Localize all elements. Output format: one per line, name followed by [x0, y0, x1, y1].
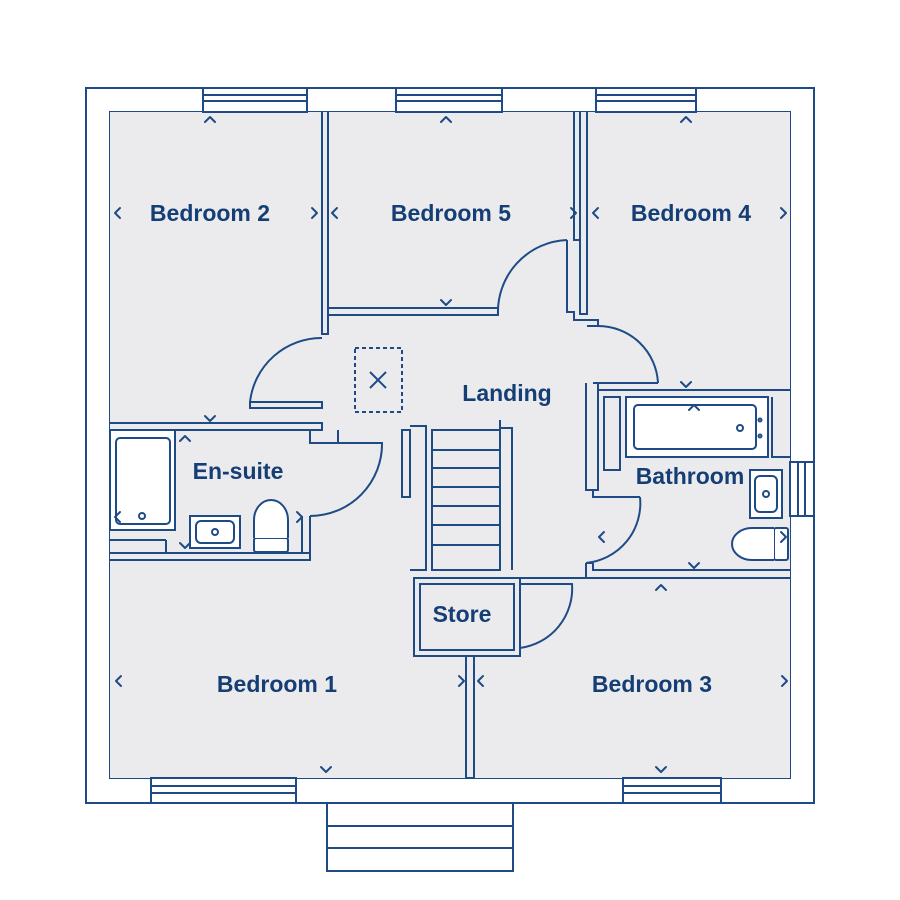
window-bedroom4 — [595, 87, 697, 113]
ensuite-toilet — [253, 499, 289, 553]
window-bedroom1 — [150, 777, 297, 804]
entrance-steps — [326, 802, 514, 872]
room-label-bedroom-3: Bedroom 3 — [592, 671, 712, 697]
room-label-en-suite: En-suite — [193, 458, 284, 484]
bathroom-toilet — [731, 527, 789, 561]
room-label-bedroom-4: Bedroom 4 — [631, 200, 751, 226]
window-bathroom — [789, 461, 815, 517]
window-bedroom5 — [395, 87, 503, 113]
room-label-bathroom: Bathroom — [636, 463, 745, 489]
loft-hatch — [354, 347, 403, 413]
doors — [249, 239, 659, 649]
room-label-landing: Landing — [462, 380, 551, 406]
window-bedroom3 — [622, 777, 722, 804]
staircase — [431, 429, 501, 571]
dimension-markers — [114, 116, 788, 773]
bathroom-shelf — [603, 396, 790, 471]
bathroom-bath — [625, 396, 769, 458]
bathroom-basin — [749, 469, 783, 519]
ensuite-bath — [109, 429, 176, 531]
room-label-store: Store — [433, 601, 492, 627]
ensuite-basin — [189, 515, 241, 549]
room-label-bedroom-2: Bedroom 2 — [150, 200, 270, 226]
room-label-bedroom-1: Bedroom 1 — [217, 671, 337, 697]
window-bedroom2 — [202, 87, 308, 113]
room-label-bedroom-5: Bedroom 5 — [391, 200, 511, 226]
